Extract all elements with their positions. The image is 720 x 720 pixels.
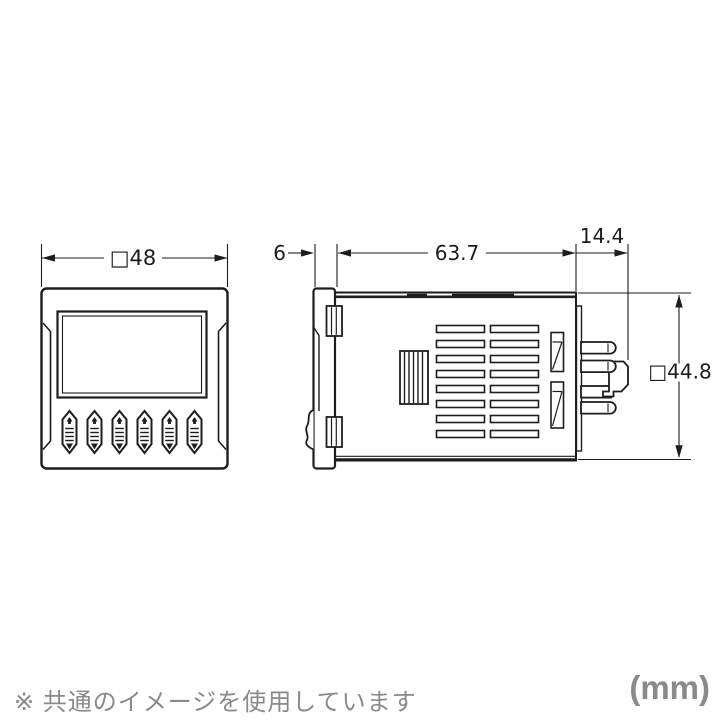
dimension-pin-depth: 14.4 (576, 224, 629, 360)
vent-slot (489, 339, 540, 349)
label-backing (647, 363, 713, 382)
pin (580, 359, 617, 374)
pin (580, 401, 617, 415)
front-view: □48 (40, 244, 229, 470)
key-button (136, 410, 153, 454)
key-button (111, 410, 128, 454)
bezel-right-ear (217, 322, 227, 451)
case-depth-label: 63.7 (435, 241, 480, 265)
rear-latch-slot (550, 381, 565, 429)
rear-face (575, 305, 583, 452)
arrowhead-left (42, 254, 55, 262)
unit-label: (mm) (629, 669, 710, 706)
vent-slot (435, 354, 486, 364)
vent-slot (489, 354, 540, 364)
rear-latch-slot (550, 331, 565, 373)
vent-slot (489, 384, 540, 394)
front-width-label: □48 (110, 246, 157, 270)
vent-slot (489, 414, 540, 424)
arrowhead-left (338, 249, 351, 257)
vent-slot (435, 369, 486, 379)
vent-slot (435, 384, 486, 394)
vent-slot (435, 324, 486, 334)
vent-slot (489, 429, 540, 439)
display-window-inner (61, 315, 203, 394)
arrowhead-right (301, 249, 314, 257)
arrowhead-up (675, 294, 683, 308)
bezel-left-ear (42, 322, 52, 451)
dimension-case-depth: 63.7 (338, 241, 577, 291)
panel-depth-label: 6 (273, 241, 286, 265)
striped-block (399, 350, 429, 405)
arrowhead-right (214, 254, 228, 262)
vent-slot (435, 429, 486, 439)
key-button (61, 410, 78, 454)
vent-slot (435, 339, 486, 349)
pin-depth-label: 14.4 (580, 224, 625, 248)
vent-slot (435, 399, 486, 409)
pin (580, 341, 617, 355)
key-button (86, 410, 103, 454)
latch-window (325, 305, 343, 337)
flange-recess-line (312, 326, 320, 411)
arrowhead-right (614, 249, 628, 257)
dimension-panel-depth: 6 (273, 241, 338, 287)
dimension-front-width: □48 (40, 244, 229, 287)
dimension-body-height: □44.8 (578, 292, 713, 461)
footer-note: ※ 共通のイメージを使用しています (14, 689, 417, 716)
vent-slot (435, 414, 486, 424)
release-lever (305, 409, 314, 451)
latch-window (325, 416, 343, 448)
key-button (161, 410, 178, 454)
vent-slot (489, 399, 540, 409)
arrowhead-right (562, 249, 576, 257)
vent-slot (489, 369, 540, 379)
key-button (186, 410, 203, 454)
body-height-label: □44.8 (648, 360, 711, 384)
vent-slot (489, 324, 540, 334)
arrowhead-down (675, 445, 683, 458)
side-view: 6 63.7 14.4 (273, 224, 713, 470)
